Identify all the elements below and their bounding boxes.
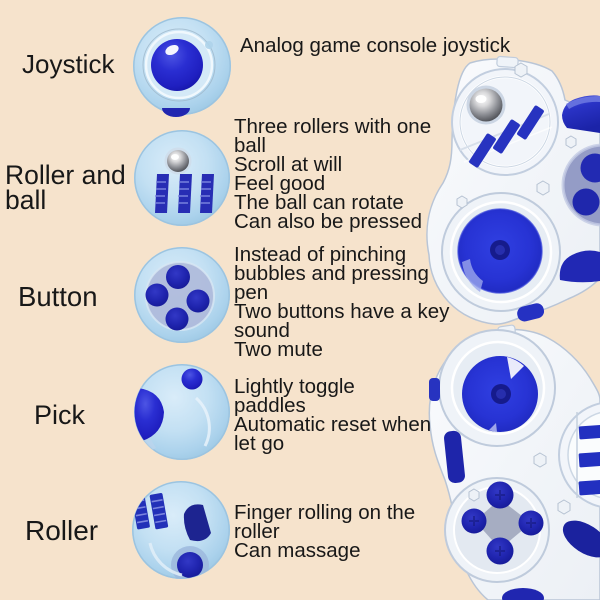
svg-text:Analog game console joystick: Analog game console joystick	[240, 34, 511, 57]
svg-text:Three rollers with one: Three rollers with one	[234, 115, 431, 138]
svg-text:Can also be pressed: Can also be pressed	[234, 210, 422, 233]
svg-text:Two buttons have a key: Two buttons have a key	[234, 300, 450, 323]
svg-text:Button: Button	[18, 281, 98, 312]
svg-text:paddles: paddles	[234, 394, 306, 417]
svg-text:Roller and: Roller and	[5, 160, 126, 190]
svg-text:The ball can rotate: The ball can rotate	[234, 191, 404, 214]
svg-text:pen: pen	[234, 281, 268, 304]
svg-text:Automatic reset when: Automatic reset when	[234, 413, 431, 436]
svg-text:ball: ball	[234, 134, 266, 157]
svg-text:Lightly toggle: Lightly toggle	[234, 375, 355, 398]
svg-text:Roller: Roller	[25, 515, 98, 546]
svg-text:ball: ball	[5, 185, 46, 215]
svg-text:Two mute: Two mute	[234, 338, 323, 361]
svg-text:Finger rolling on the: Finger rolling on the	[234, 501, 415, 524]
svg-text:let go: let go	[234, 432, 284, 455]
svg-text:bubbles and pressing: bubbles and pressing	[234, 262, 429, 285]
svg-text:sound: sound	[234, 319, 290, 342]
svg-text:Joystick: Joystick	[22, 49, 115, 79]
svg-text:roller: roller	[234, 520, 280, 543]
svg-text:Instead of pinching: Instead of pinching	[234, 243, 406, 266]
svg-text:Feel good: Feel good	[234, 172, 325, 195]
svg-text:Can massage: Can massage	[234, 539, 360, 562]
svg-text:Pick: Pick	[34, 400, 86, 430]
svg-text:Scroll at will: Scroll at will	[234, 153, 342, 176]
